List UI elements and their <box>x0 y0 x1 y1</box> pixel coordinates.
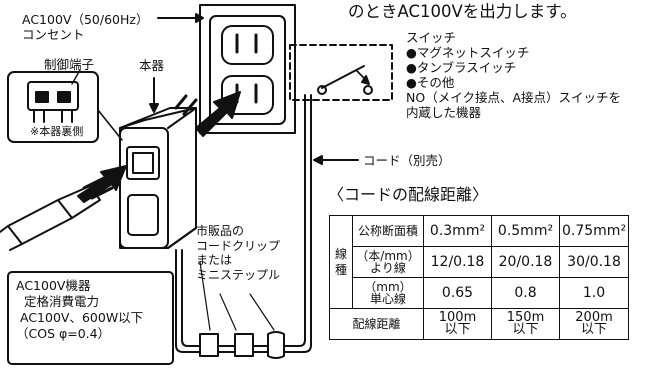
row-group-label: 線種 <box>329 215 353 309</box>
clip-line: ミニステップル <box>196 267 281 282</box>
appliance-text: AC100V機器 定格消費電力 AC100V、600W以下 （COS φ=0.4… <box>16 278 143 342</box>
switch-item: ●マグネットスイッチ <box>406 45 530 60</box>
insert-arrow <box>195 91 241 137</box>
switch-item: ●タンブラスイッチ <box>406 60 517 75</box>
appliance-box <box>7 271 174 365</box>
table-cell: 12/0.18 <box>423 246 492 278</box>
terminal-note: ※本器裏側 <box>30 125 84 138</box>
cord-distance-table: 線種 公称断面積 0.3mm² 0.5mm² 0.75mm² （本/mm）より線… <box>329 215 630 340</box>
outlet-type: コンセント <box>22 27 85 42</box>
clip-line: 市販品の <box>196 224 245 238</box>
terminal-label: 制御端子 <box>44 57 95 72</box>
plug-insert-arrow <box>77 165 127 203</box>
outlet-voltage: AC100V（50/60Hz） <box>22 12 149 27</box>
table-cell: 0.65 <box>423 277 492 309</box>
cord <box>175 94 312 359</box>
clip-label: 市販品の コードクリップ または ミニステップル <box>196 224 280 282</box>
switch-item: ●その他 <box>406 75 455 90</box>
device-label: 本器 <box>139 58 165 73</box>
appliance-plug <box>0 176 114 251</box>
table-row: 線種 公称断面積 0.3mm² 0.5mm² 0.75mm² <box>329 215 630 309</box>
table-cell: 0.8 <box>491 277 560 309</box>
appliance-line: AC100V、600W以下 <box>20 310 144 325</box>
appliance-line: （COS φ=0.4） <box>16 326 111 341</box>
table-title: 〈コードの配線距離〉 <box>328 185 489 204</box>
header-cell: 0.5mm² <box>491 215 560 247</box>
appliance-line: 定格消費電力 <box>24 294 100 309</box>
table-row: （本/mm）より線 12/0.18 20/0.18 30/0.18 <box>330 246 630 278</box>
device-unit <box>119 94 198 249</box>
table-row: （mm）単心線 0.65 0.8 1.0 <box>330 277 630 309</box>
row-label: （本/mm）より線 <box>352 246 424 278</box>
clip-line: または <box>196 253 233 267</box>
switch-title: スイッチ <box>406 30 457 45</box>
header-text: のときAC100Vを出力します。 <box>348 2 577 21</box>
header-cell: 公称断面積 <box>352 215 424 247</box>
table-cell: 30/0.18 <box>558 246 630 278</box>
table-cell: 1.0 <box>558 277 630 309</box>
appliance-title: AC100V機器 <box>16 278 91 293</box>
terminal-inset <box>7 69 123 143</box>
header-cell: 0.75mm² <box>558 215 630 247</box>
header-cell: 0.3mm² <box>423 215 492 247</box>
distance-label: 配線距離 <box>329 308 424 340</box>
switch-box <box>289 44 393 101</box>
clip-line: コードクリップ <box>196 238 281 253</box>
outlet-label: AC100V（50/60Hz） コンセント <box>22 12 148 42</box>
row-label: （mm）単心線 <box>352 277 424 309</box>
table-cell: 20/0.18 <box>491 246 560 278</box>
switch-note: NO（メイク接点、A接点）スイッチを <box>406 90 621 105</box>
switch-info: スイッチ ●マグネットスイッチ ●タンブラスイッチ ●その他 NO（メイク接点、… <box>406 30 621 120</box>
cord-label: コード（別売） <box>363 153 451 168</box>
switch-note: 内蔵した機器 <box>406 105 482 120</box>
